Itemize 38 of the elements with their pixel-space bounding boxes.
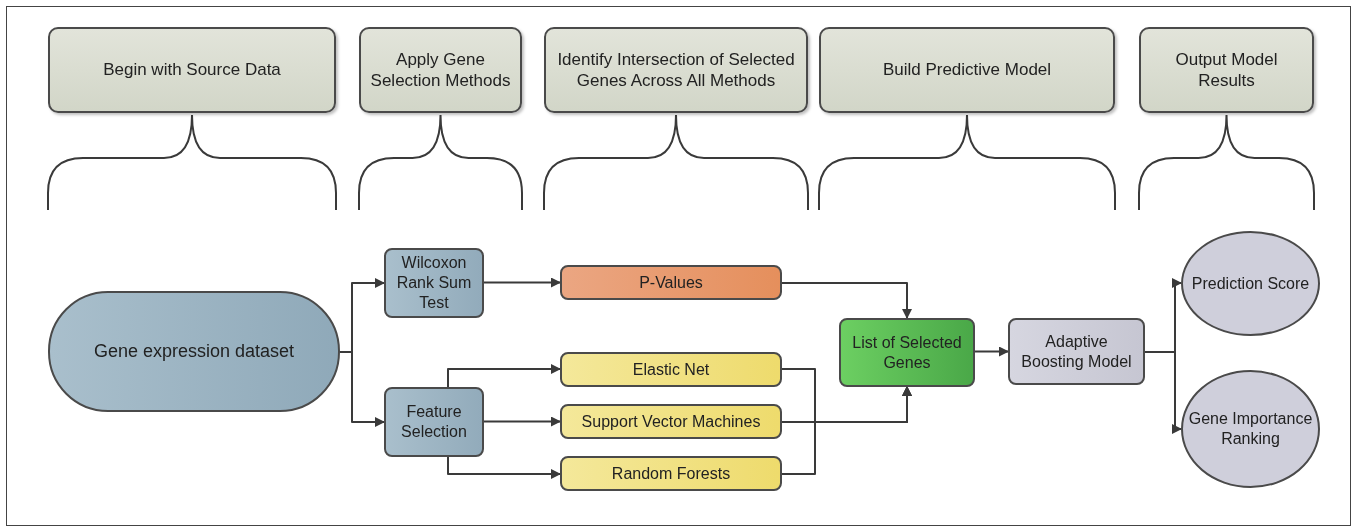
header-box xyxy=(544,27,808,113)
node-label: Support Vector Machines xyxy=(581,411,761,432)
node-label: P-Values xyxy=(639,272,703,293)
arrow xyxy=(1144,351,1182,434)
node-label: Elastic Net xyxy=(632,359,710,380)
arrow xyxy=(447,456,561,479)
node-label: Gene Importance Ranking xyxy=(1187,409,1314,449)
arrow xyxy=(483,416,561,427)
arrow xyxy=(781,282,912,319)
node-label: Identify Intersection of Selected Genes Across All Methods xyxy=(556,48,796,92)
process-box xyxy=(560,404,782,439)
node-label: Random Forests xyxy=(611,463,731,484)
node-label: Feature Selection xyxy=(400,402,468,442)
process-box xyxy=(560,352,782,387)
process-box xyxy=(384,248,484,318)
header-box xyxy=(359,27,522,113)
node-label: Prediction Score xyxy=(1191,273,1310,294)
header-box xyxy=(1139,27,1314,113)
header-box xyxy=(48,27,336,113)
node-label: Build Predictive Model xyxy=(882,59,1052,81)
process-box xyxy=(1008,318,1145,385)
header-box xyxy=(819,27,1115,113)
process-box xyxy=(384,387,484,457)
node-label: Gene expression dataset xyxy=(93,340,295,363)
arrow xyxy=(781,386,912,475)
arrow xyxy=(974,346,1009,357)
process-box xyxy=(560,265,782,300)
arrow xyxy=(447,364,561,388)
arrow xyxy=(339,351,385,427)
process-box xyxy=(560,456,782,491)
node-label: Wilcoxon Rank Sum Test xyxy=(395,253,473,313)
node-label: List of Selected Genes xyxy=(851,332,963,373)
arrow xyxy=(483,277,561,288)
node-label: Apply Gene Selection Methods xyxy=(369,48,512,92)
node-label: Begin with Source Data xyxy=(103,59,281,81)
process-box xyxy=(839,318,975,387)
node-label: Adaptive Boosting Model xyxy=(1020,331,1133,372)
node-label: Output Model Results xyxy=(1174,48,1279,92)
